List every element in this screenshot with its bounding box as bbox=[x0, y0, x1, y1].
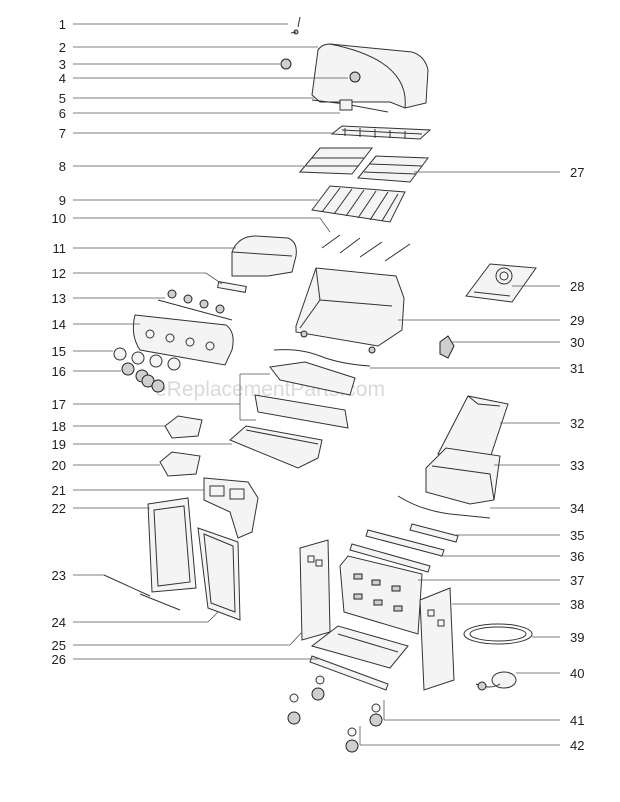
callout-24: 24 bbox=[52, 615, 66, 630]
right-leader-lines bbox=[359, 171, 560, 746]
part-10-burner-tubes[interactable] bbox=[321, 234, 411, 262]
callout-27: 27 bbox=[570, 165, 584, 180]
part-1-screws[interactable] bbox=[290, 16, 301, 35]
callout-3: 3 bbox=[59, 57, 66, 72]
callout-18: 18 bbox=[52, 419, 66, 434]
part-23-door-handles[interactable] bbox=[103, 574, 181, 611]
callout-19: 19 bbox=[52, 437, 66, 452]
callout-37: 37 bbox=[570, 573, 584, 588]
callout-6: 6 bbox=[59, 106, 66, 121]
callout-29: 29 bbox=[570, 313, 584, 328]
part-36-rails[interactable] bbox=[349, 529, 445, 573]
callout-1: 1 bbox=[59, 17, 66, 32]
part-38-right-panel[interactable] bbox=[419, 587, 455, 691]
callout-16: 16 bbox=[52, 364, 66, 379]
callout-32: 32 bbox=[570, 416, 584, 431]
left-leader-lines bbox=[73, 23, 348, 660]
part-7-warming-rack[interactable] bbox=[330, 125, 432, 140]
part-6-handle[interactable] bbox=[311, 99, 389, 113]
part-14-control-panel[interactable] bbox=[132, 314, 234, 366]
part-30-igniter[interactable] bbox=[439, 335, 455, 359]
part-16-knobs[interactable] bbox=[121, 362, 165, 393]
part-12-crossover-tube[interactable] bbox=[217, 281, 247, 293]
part-25-left-panel[interactable] bbox=[299, 539, 331, 641]
callout-35: 35 bbox=[570, 528, 584, 543]
callout-25: 25 bbox=[52, 638, 66, 653]
part-9-flavorizer-bars[interactable] bbox=[311, 185, 406, 223]
part-29-firebox[interactable] bbox=[295, 267, 405, 354]
left-callout-numbers: 1 2 3 4 5 6 7 8 9 10 11 12 13 14 15 16 1… bbox=[52, 17, 66, 667]
callout-31: 31 bbox=[570, 361, 584, 376]
part-15-knob-bezels[interactable] bbox=[113, 347, 181, 371]
part-37-rear-panel[interactable] bbox=[339, 555, 423, 635]
part-24-door[interactable] bbox=[197, 527, 241, 621]
callout-14: 14 bbox=[52, 317, 66, 332]
callout-4: 4 bbox=[59, 71, 66, 86]
part-39-hose[interactable] bbox=[463, 623, 533, 645]
callout-5: 5 bbox=[59, 91, 66, 106]
callout-2: 2 bbox=[59, 40, 66, 55]
callout-17: 17 bbox=[52, 397, 66, 412]
callout-26: 26 bbox=[52, 652, 66, 667]
callout-22: 22 bbox=[52, 501, 66, 516]
part-18-drip-tray[interactable] bbox=[164, 415, 203, 439]
callout-23: 23 bbox=[52, 568, 66, 583]
callout-30: 30 bbox=[570, 335, 584, 350]
callout-28: 28 bbox=[570, 279, 584, 294]
callout-34: 34 bbox=[570, 501, 584, 516]
callout-8: 8 bbox=[59, 159, 66, 174]
callout-21: 21 bbox=[52, 483, 66, 498]
callout-9: 9 bbox=[59, 193, 66, 208]
part-21-tank-enclosure[interactable] bbox=[203, 477, 259, 539]
part-41-feet[interactable] bbox=[287, 675, 383, 727]
part-3-thermometer[interactable] bbox=[280, 58, 292, 70]
part-2-lid[interactable] bbox=[311, 43, 429, 109]
part-8-cooking-grates[interactable] bbox=[298, 147, 429, 183]
part-40-regulator[interactable] bbox=[475, 671, 517, 691]
callout-13: 13 bbox=[52, 291, 66, 306]
callout-12: 12 bbox=[52, 266, 66, 281]
part-20-tray-holder[interactable] bbox=[159, 451, 201, 477]
part-31-igniter-wire[interactable] bbox=[273, 349, 371, 367]
part-33-side-housing[interactable] bbox=[425, 447, 501, 505]
part-11-burner-cover[interactable] bbox=[231, 235, 297, 277]
callout-7: 7 bbox=[59, 126, 66, 141]
callout-11: 11 bbox=[53, 241, 67, 256]
part-34-hose[interactable] bbox=[397, 495, 491, 519]
part-13-valves[interactable] bbox=[157, 289, 233, 321]
bottom-rail[interactable] bbox=[309, 655, 389, 691]
callout-38: 38 bbox=[570, 597, 584, 612]
callout-15: 15 bbox=[52, 344, 66, 359]
part-26-bottom-panel[interactable] bbox=[310, 625, 409, 669]
callout-40: 40 bbox=[570, 666, 584, 681]
callout-10: 10 bbox=[52, 211, 66, 226]
callout-42: 42 bbox=[570, 738, 584, 753]
callout-20: 20 bbox=[52, 458, 66, 473]
callout-33: 33 bbox=[570, 458, 584, 473]
part-28-side-burner[interactable] bbox=[465, 263, 537, 303]
right-callout-numbers: 27 28 29 30 31 32 33 34 35 36 37 38 39 4… bbox=[570, 165, 584, 753]
part-42-casters[interactable] bbox=[345, 727, 359, 753]
part-22-door[interactable] bbox=[147, 497, 197, 593]
part-17-heat-deflectors[interactable] bbox=[254, 361, 356, 429]
callout-39: 39 bbox=[570, 630, 584, 645]
part-19-catch-pan[interactable] bbox=[229, 425, 323, 469]
part-35-bracket[interactable] bbox=[409, 523, 459, 543]
callout-41: 41 bbox=[570, 713, 584, 728]
callout-36: 36 bbox=[570, 549, 584, 564]
